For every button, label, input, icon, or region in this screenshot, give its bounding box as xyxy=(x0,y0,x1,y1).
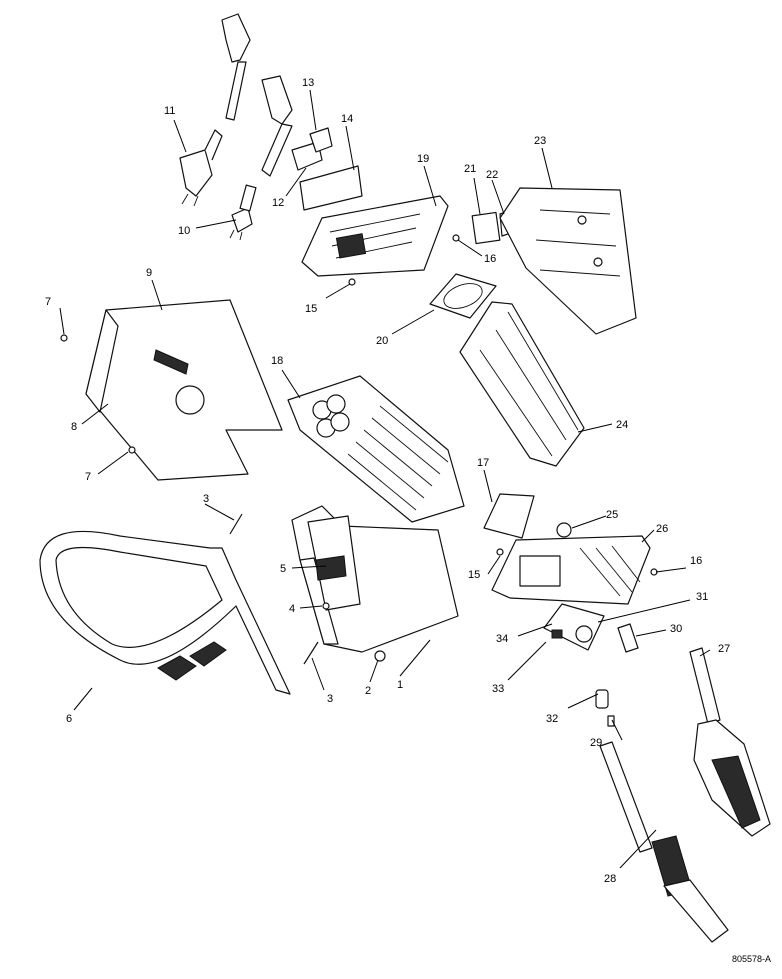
part-29-screw xyxy=(607,715,615,727)
callout-5: 5 xyxy=(280,563,286,575)
callout-19: 19 xyxy=(417,153,429,165)
callout-11: 11 xyxy=(164,105,175,117)
part-19-front-panel xyxy=(301,195,449,277)
callout-9: 9 xyxy=(146,267,152,279)
callout-26: 26 xyxy=(656,523,668,535)
callout-4: 4 xyxy=(289,603,295,615)
part-12-13-connector xyxy=(291,127,333,171)
callout-27: 27 xyxy=(718,643,730,655)
part-28-electrode-holder xyxy=(599,741,729,943)
callout-15-lower: 15 xyxy=(468,569,480,581)
part-32-fitting xyxy=(595,689,609,709)
callout-7-side: 7 xyxy=(85,471,91,483)
callout-34: 34 xyxy=(496,633,508,645)
callout-30: 30 xyxy=(670,623,682,635)
callout-15-upper: 15 xyxy=(305,303,317,315)
callout-1: 1 xyxy=(397,679,403,691)
callout-2: 2 xyxy=(365,685,371,697)
part-7-screw-side xyxy=(128,446,136,454)
callout-24: 24 xyxy=(616,419,628,431)
callout-leaders xyxy=(59,89,711,869)
callout-33: 33 xyxy=(492,683,504,695)
part-11-plug-adapter xyxy=(179,129,223,207)
callout-7-top: 7 xyxy=(45,296,51,308)
callout-14: 14 xyxy=(341,113,353,125)
part-30-connector xyxy=(617,623,639,653)
callout-6: 6 xyxy=(66,713,72,725)
callout-labels: 1 2 3 3 4 5 6 7 7 8 9 10 11 12 13 14 15 … xyxy=(45,77,730,885)
figure-reference-number: 805578-A xyxy=(732,954,771,964)
part-33-panel xyxy=(543,603,605,651)
part-24-heatsink-frame xyxy=(459,301,585,467)
part-3-pin-top xyxy=(229,513,243,535)
part-4-screw xyxy=(322,602,330,610)
callout-8: 8 xyxy=(71,421,77,433)
callout-28: 28 xyxy=(604,873,616,885)
part-23-harness-assembly xyxy=(499,187,637,335)
callout-29: 29 xyxy=(590,737,602,749)
part-15-clip-lower xyxy=(496,548,504,556)
part-27-work-clamp xyxy=(689,647,771,837)
callout-3-top: 3 xyxy=(203,493,209,505)
part-25-knob xyxy=(556,522,572,538)
part-15-clip-upper xyxy=(348,278,356,286)
callout-16-upper: 16 xyxy=(484,253,496,265)
part-2-foot xyxy=(374,650,386,662)
part-7-screw-top xyxy=(60,334,68,342)
callout-21: 21 xyxy=(464,163,476,175)
callout-10: 10 xyxy=(178,225,190,237)
callout-25: 25 xyxy=(606,509,618,521)
part-14-label xyxy=(299,165,363,211)
part-6-shoulder-strap xyxy=(39,530,291,695)
callout-22: 22 xyxy=(486,169,498,181)
part-18-main-board xyxy=(287,375,465,523)
callout-3-bottom: 3 xyxy=(327,693,333,705)
part-17-control-board xyxy=(483,493,535,539)
callout-12: 12 xyxy=(272,197,284,209)
callout-18: 18 xyxy=(271,355,283,367)
callout-16-lower: 16 xyxy=(690,555,702,567)
callout-32: 32 xyxy=(546,713,558,725)
callout-31: 31 xyxy=(696,591,708,603)
callout-23: 23 xyxy=(534,135,546,147)
part-9-wrapper-cover xyxy=(85,299,283,481)
part-3-pin-bottom xyxy=(303,641,319,665)
callout-17: 17 xyxy=(477,457,489,469)
part-21-switch xyxy=(471,211,501,245)
part-1-base-panel xyxy=(291,505,459,653)
part-10-plug xyxy=(229,184,257,241)
callout-20: 20 xyxy=(376,335,388,347)
input-power-cables xyxy=(221,13,293,177)
callout-13: 13 xyxy=(302,77,314,89)
part-26-front-cover xyxy=(491,535,651,605)
part-16-screw-upper xyxy=(452,234,460,242)
part-20-fan xyxy=(429,273,497,319)
